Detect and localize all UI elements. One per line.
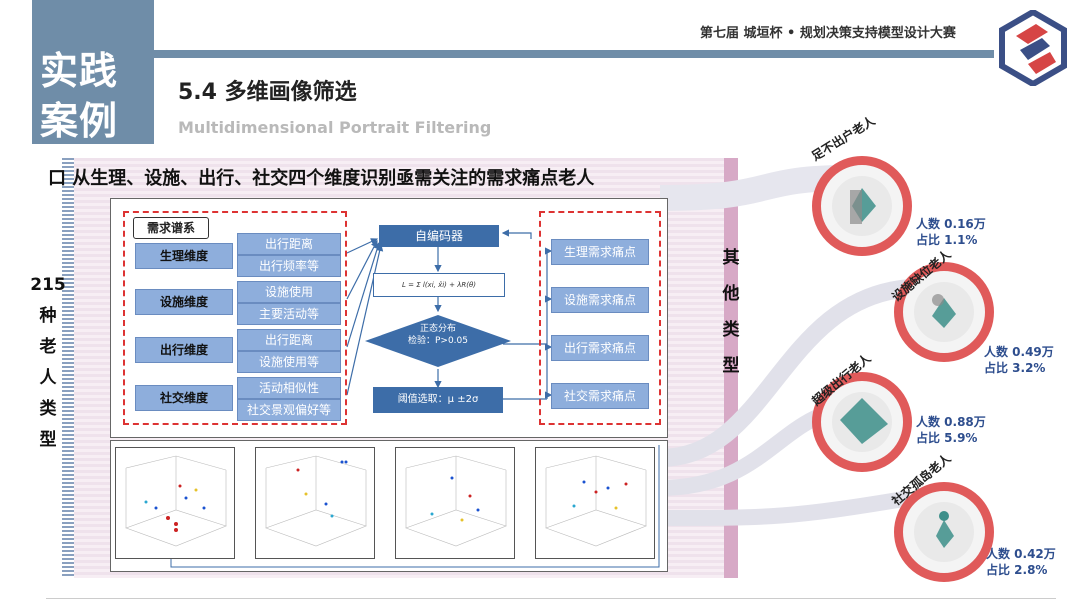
scatter-plot-graphic bbox=[405, 455, 507, 547]
scatter-plot-3d bbox=[255, 447, 375, 559]
badge-line-1: 实践 bbox=[40, 49, 119, 93]
test-line-2: 检验：P>0.05 bbox=[407, 336, 468, 346]
logo-icon bbox=[999, 10, 1067, 86]
persona-housebound: 足不出户老人 bbox=[809, 114, 912, 256]
threshold-box: 阈值选取：μ ±2σ bbox=[373, 387, 503, 413]
persona-ratio: 占比 1.1% bbox=[916, 233, 978, 247]
dimension-item: 出行距离 bbox=[237, 233, 341, 255]
header-bar bbox=[154, 50, 994, 58]
scatter-plot-graphic bbox=[125, 455, 227, 547]
spectrum-label: 需求谱系 bbox=[133, 217, 209, 239]
left-vertical-char: 老 bbox=[39, 337, 57, 357]
right-vertical-label: 其 他 类 型 bbox=[718, 240, 744, 384]
radar-figure-icon bbox=[832, 176, 892, 236]
right-vertical-char: 型 bbox=[722, 356, 740, 376]
persona-count: 人数 0.42万 bbox=[986, 547, 1056, 561]
dimension-group bbox=[123, 211, 347, 425]
loss-formula: L = Σ l(xi, x̂i) + λR(θ) bbox=[373, 273, 505, 297]
scatter-plot-3d bbox=[115, 447, 235, 559]
persona-ratio: 占比 3.2% bbox=[984, 361, 1046, 375]
persona-count: 人数 0.16万 bbox=[916, 217, 986, 231]
autoencoder-box: 自编码器 bbox=[379, 225, 499, 247]
left-vertical-char: 人 bbox=[39, 368, 57, 388]
dimension-item: 主要活动等 bbox=[237, 303, 341, 325]
dimension-item: 社交景观偏好等 bbox=[237, 399, 341, 421]
right-vertical-char: 其 bbox=[722, 248, 740, 268]
left-vertical-char: 类 bbox=[39, 399, 57, 419]
scatter-plots-panel bbox=[110, 440, 668, 572]
normality-test-text: 正态分布 检验：P>0.05 bbox=[388, 323, 488, 347]
section-title: 5.4 多维画像筛选 bbox=[178, 80, 357, 105]
dimension-item: 出行距离 bbox=[237, 329, 341, 351]
left-vertical-char: 种 bbox=[39, 306, 57, 326]
scatter-plot-graphic bbox=[265, 455, 367, 547]
normality-test-diamond bbox=[365, 315, 511, 367]
left-vertical-char: 型 bbox=[39, 430, 57, 450]
persona-stats: 人数 0.16万 占比 1.1% bbox=[916, 216, 986, 248]
contest-name: 第七届 城垣杯 • 规划决策支持模型设计大赛 bbox=[700, 26, 956, 41]
badge-line-2: 案例 bbox=[40, 99, 119, 143]
persona-super-traveler: 超级出行老人 bbox=[809, 351, 912, 472]
radar-figure-icon bbox=[914, 282, 974, 342]
pain-point-box: 生理需求痛点 bbox=[551, 239, 649, 265]
pain-point-box: 社交需求痛点 bbox=[551, 383, 649, 409]
dimension-label: 设施维度 bbox=[135, 289, 233, 315]
persona-ratio: 占比 5.9% bbox=[916, 431, 978, 445]
dimension-item: 活动相似性 bbox=[237, 377, 341, 399]
footer-divider bbox=[46, 598, 1056, 599]
persona-ring bbox=[812, 372, 912, 472]
left-ruler bbox=[62, 158, 74, 578]
persona-count: 人数 0.88万 bbox=[916, 415, 986, 429]
persona-ratio: 占比 2.8% bbox=[986, 563, 1048, 577]
header-badge: 实践 案例 bbox=[32, 0, 154, 144]
section-subtitle: Multidimensional Portrait Filtering bbox=[178, 118, 492, 137]
scatter-plot-graphic bbox=[545, 455, 647, 547]
left-vertical-label: 215 种 老 人 类 型 bbox=[30, 270, 66, 456]
dimension-label: 出行维度 bbox=[135, 337, 233, 363]
radar-figure-icon bbox=[832, 392, 892, 452]
test-line-1: 正态分布 bbox=[419, 324, 456, 334]
persona-ring bbox=[894, 482, 994, 582]
persona-stats: 人数 0.49万 占比 3.2% bbox=[984, 344, 1054, 376]
persona-social-isolated: 社交孤岛老人 bbox=[889, 451, 994, 582]
dimension-label: 社交维度 bbox=[135, 385, 233, 411]
right-vertical-char: 类 bbox=[722, 320, 740, 340]
headline: 口 从生理、设施、出行、社交四个维度识别亟需关注的需求痛点老人 bbox=[48, 168, 595, 189]
dimension-label: 生理维度 bbox=[135, 243, 233, 269]
dimension-item: 设施使用等 bbox=[237, 351, 341, 373]
scatter-plot-3d bbox=[535, 447, 655, 559]
persona-facility-lacking: 设施缺位老人 bbox=[889, 247, 994, 362]
radar-figure-icon bbox=[914, 502, 974, 562]
right-vertical-char: 他 bbox=[722, 284, 740, 304]
plots-feedback-arrows bbox=[170, 445, 660, 568]
persona-count: 人数 0.49万 bbox=[984, 345, 1054, 359]
pain-point-box: 设施需求痛点 bbox=[551, 287, 649, 313]
dimension-item: 设施使用 bbox=[237, 281, 341, 303]
persona-stats: 人数 0.42万 占比 2.8% bbox=[986, 546, 1056, 578]
pain-point-group bbox=[539, 211, 661, 425]
dimension-item: 出行频率等 bbox=[237, 255, 341, 277]
persona-stats: 人数 0.88万 占比 5.9% bbox=[916, 414, 986, 446]
pain-point-box: 出行需求痛点 bbox=[551, 335, 649, 361]
scatter-plot-3d bbox=[395, 447, 515, 559]
diagram-panel: 需求谱系 生理维度 出行距离 出行频率等 设施维度 设施使用 主要活动等 出行维… bbox=[110, 198, 668, 438]
left-vertical-char: 215 bbox=[30, 275, 66, 295]
